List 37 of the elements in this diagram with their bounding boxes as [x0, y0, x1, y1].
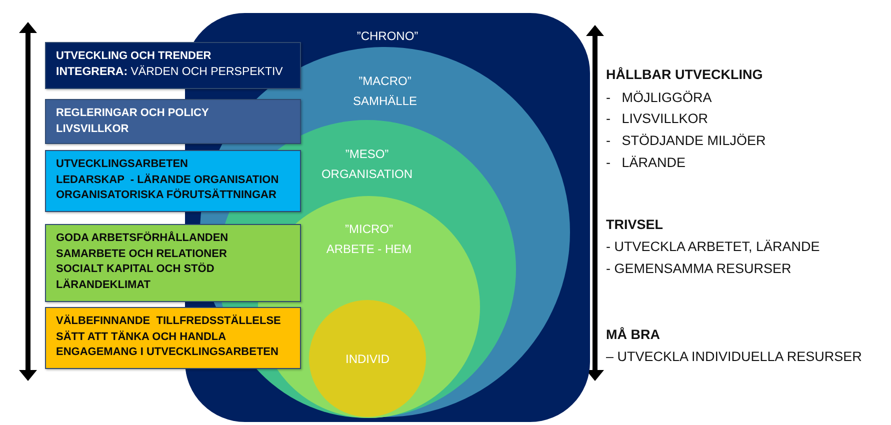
box-text: SAMARBETE OCH RELATIONER [56, 246, 228, 262]
section-heading: MÅ BRA [606, 327, 660, 342]
box-text: LÄRANDEKLIMAT [56, 278, 152, 292]
list-item: - UTVECKLA ARBETET, LÄRANDE [606, 239, 820, 254]
box-text: UTVECKLING OCH TRENDER [56, 49, 212, 64]
level-label: ”MACRO” [358, 73, 412, 90]
box-text: SOCIALT KAPITAL OCH STÖD [56, 262, 216, 277]
list-item: - GEMENSAMMA RESURSER [606, 261, 792, 276]
box-text: UTVECKLINGSARBETEN [56, 157, 190, 172]
level-label: INDIVID [345, 351, 390, 368]
level-label: ARBETE - HEM [326, 241, 412, 258]
box-text: REGLERINGAR OCH POLICY [56, 106, 210, 121]
level-label: ”MICRO” [345, 221, 393, 238]
list-item: – UTVECKLA INDIVIDUELLA RESURSER [606, 349, 862, 364]
level-label: ”CHRONO” [356, 29, 418, 43]
level-box [45, 150, 301, 212]
section-heading: TRIVSEL [606, 217, 664, 232]
level-label: SAMHÄLLE [352, 93, 418, 110]
section-heading: HÅLLBAR UTVECKLING [606, 67, 763, 82]
list-item: - LIVSVILLKOR [606, 111, 708, 126]
box-text: LEDARSKAP - LÄRANDE ORGANISATION [56, 172, 280, 188]
list-item: - STÖDJANDE MILJÖER [606, 133, 766, 148]
box-text: ENGAGEMANG I UTVECKLINGSARBETEN [56, 345, 280, 360]
level-label: ”MESO” [345, 146, 389, 163]
box-text: GODA ARBETSFÖRHÅLLANDEN [56, 231, 230, 246]
box-text: SÄTT ATT TÄNKA OCH HANDLA [56, 330, 228, 344]
box-text: LIVSVILLKOR [56, 122, 130, 136]
level-box [45, 42, 301, 89]
box-text: INTEGRERA: VÄRDEN OCH PERSPEKTIV [56, 64, 284, 80]
list-item: - MÖJLIGGÖRA [606, 90, 712, 105]
box-text: ORGANISATORISKA FÖRUTSÄTTNINGAR [56, 188, 278, 203]
level-box [45, 224, 301, 302]
level-box [45, 99, 301, 144]
level-label: ORGANISATION [321, 166, 413, 183]
box-text: VÄLBEFINNANDE TILLFREDSSTÄLLELSE [56, 314, 282, 329]
list-item: - LÄRANDE [606, 155, 686, 170]
level-box [45, 307, 301, 369]
